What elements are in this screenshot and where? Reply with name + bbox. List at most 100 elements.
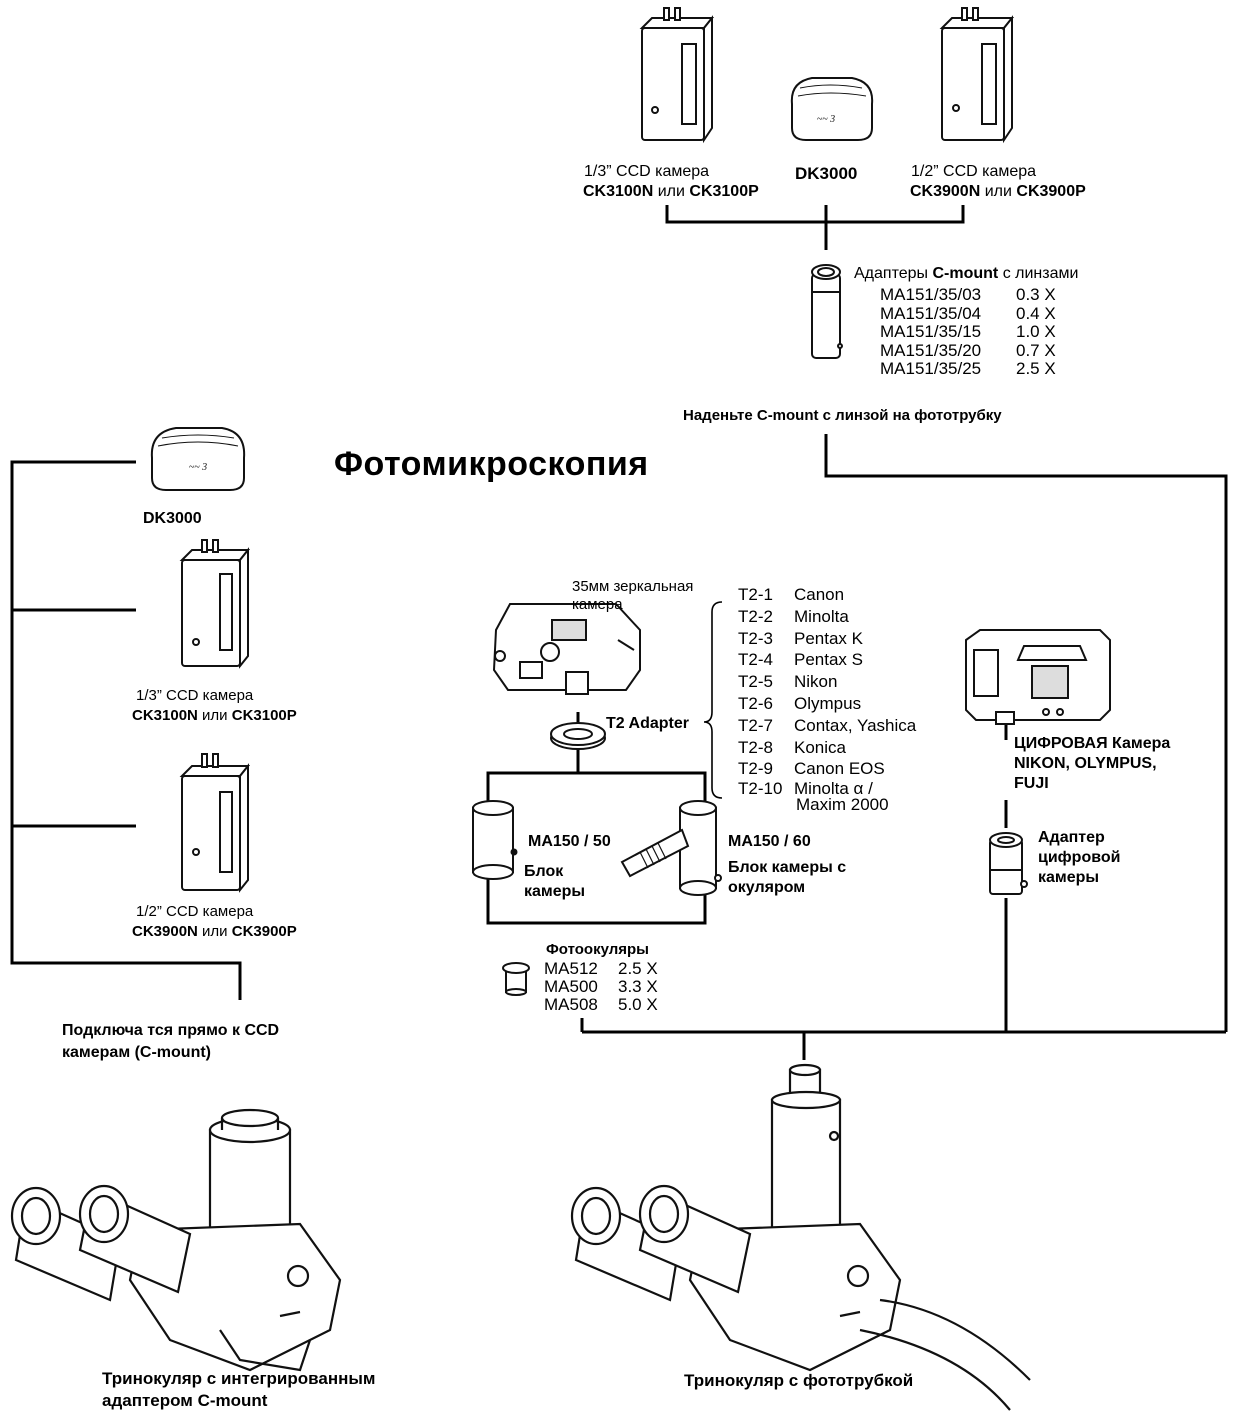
c-mount-instruction: Наденьте C-mount с линзой на фототрубку xyxy=(683,406,1002,425)
eyepiece-code: MA500 xyxy=(544,978,618,996)
top-ccd13-models: CK3100N или CK3100P xyxy=(583,182,759,201)
page-title: Фотомикроскопия xyxy=(334,444,649,484)
adapter-code: MA151/35/25 xyxy=(880,360,1016,379)
connect-ccd-line2: камерам (C-mount) xyxy=(62,1042,211,1064)
list-item: T2-6Olympus xyxy=(738,693,916,715)
connect-ccd-line1: Подключа тся прямо к CCD xyxy=(62,1020,279,1042)
trinocular-integrated-icon xyxy=(12,1110,340,1370)
block-camera-line2: камеры xyxy=(524,882,585,902)
digital-label-line1: ЦИФРОВАЯ Камера xyxy=(1014,734,1170,754)
t2-code: T2-8 xyxy=(738,737,794,759)
adapters-label: Адаптеры C-mount с линзами xyxy=(854,264,1078,283)
list-item: MA151/35/151.0 X xyxy=(880,323,1056,342)
dk3000-camera-top-icon: ~~ 3 xyxy=(792,78,872,140)
svg-text:~~ 3: ~~ 3 xyxy=(189,462,207,473)
left-ccd12-models: CK3900N или CK3900P xyxy=(132,922,297,941)
digital-adapter-line1: Адаптер xyxy=(1038,828,1105,848)
digital-camera-icon xyxy=(966,630,1110,724)
t2-code: T2-1 xyxy=(738,584,794,606)
svg-text:~~ 3: ~~ 3 xyxy=(817,114,835,125)
top-connector-bracket xyxy=(667,205,963,222)
adapter-value: 0.4 X xyxy=(1016,305,1056,324)
adapter-value: 2.5 X xyxy=(1016,360,1056,379)
trinocular-integrated-caption-line1: Тринокуляр с интегрированным xyxy=(102,1368,375,1390)
adapters-label-bold: C-mount xyxy=(932,265,998,282)
t2-code: T2-5 xyxy=(738,671,794,693)
adapter-code: MA151/35/04 xyxy=(880,305,1016,324)
list-item: Maxim 2000 xyxy=(738,797,916,813)
top-ccd12-models: CK3900N или CK3900P xyxy=(910,182,1086,201)
model-b: CK3100P xyxy=(232,707,297,724)
t2-name: Nikon xyxy=(794,672,837,691)
ccd-camera-top-right-icon xyxy=(942,8,1012,140)
left-ccd13-models: CK3100N или CK3100P xyxy=(132,706,297,725)
t2-name: Konica xyxy=(794,738,846,757)
t2-name: Minolta xyxy=(794,607,849,626)
block-eyepiece-line1: Блок камеры с xyxy=(728,858,846,878)
top-ccd13-label: 1/3” CCD камера xyxy=(584,162,709,181)
t2-name: Canon xyxy=(794,585,844,604)
digital-label-line2: NIKON, OLYMPUS, xyxy=(1014,754,1157,774)
t2-adapter-ring-icon xyxy=(551,723,605,749)
t2-brace xyxy=(704,602,722,798)
t2-name: Canon EOS xyxy=(794,759,885,778)
eyepiece-value: 3.3 X xyxy=(618,977,658,996)
c-mount-adapter-icon xyxy=(812,265,842,358)
slr-camera-icon xyxy=(494,604,640,694)
digital-adapter-line2: цифровой xyxy=(1038,848,1120,868)
top-dk3000-label: DK3000 xyxy=(795,164,857,183)
t2-code: T2-4 xyxy=(738,649,794,671)
t2-name: Pentax S xyxy=(794,650,863,669)
t2-code: T2-3 xyxy=(738,628,794,650)
photo-eyepiece-icon xyxy=(503,963,529,995)
slr-label-line1: 35мм зеркальная xyxy=(572,578,693,596)
ma150-50-tube-icon xyxy=(473,801,517,879)
t2-code: T2-10 xyxy=(738,780,794,797)
trinocular-phototube-caption: Тринокуляр с фототрубкой xyxy=(684,1370,913,1392)
dk3000-camera-left-icon: ~~ 3 xyxy=(152,428,244,490)
model-a: CK3100N xyxy=(132,707,198,724)
left-dk3000-label: DK3000 xyxy=(143,509,202,528)
t2-adapter-label: T2 Adapter xyxy=(606,714,689,733)
t2-name: Contax, Yashica xyxy=(794,716,916,735)
adapter-value: 1.0 X xyxy=(1016,323,1056,342)
left-ccd13-label: 1/3” CCD камера xyxy=(136,686,253,705)
t2-code: T2-7 xyxy=(738,715,794,737)
t2-code: T2-9 xyxy=(738,758,794,780)
adapter-value: 0.3 X xyxy=(1016,286,1056,305)
model-b: CK3900P xyxy=(232,923,297,940)
digital-label-line3: FUJI xyxy=(1014,774,1049,794)
adapter-value: 0.7 X xyxy=(1016,342,1056,361)
ccd-camera-top-left-icon xyxy=(642,8,712,140)
model-a: CK3900N xyxy=(132,923,198,940)
or-word: или xyxy=(202,707,228,724)
model-b: CK3100P xyxy=(689,183,758,200)
ma150-50-label: MA150 / 50 xyxy=(528,832,611,851)
model-b: CK3900P xyxy=(1016,183,1085,200)
ccd-camera-left-12-icon xyxy=(182,754,248,890)
or-word: или xyxy=(658,183,685,200)
digital-adapter-line3: камеры xyxy=(1038,868,1099,888)
block-camera-line1: Блок xyxy=(524,862,563,882)
t2-code: T2-2 xyxy=(738,606,794,628)
left-ccd12-label: 1/2” CCD камера xyxy=(136,902,253,921)
adapter-code: MA151/35/15 xyxy=(880,323,1016,342)
block-eyepiece-line2: окуляром xyxy=(728,878,805,898)
adapter-code: MA151/35/03 xyxy=(880,286,1016,305)
t2-name: Pentax K xyxy=(794,629,863,648)
